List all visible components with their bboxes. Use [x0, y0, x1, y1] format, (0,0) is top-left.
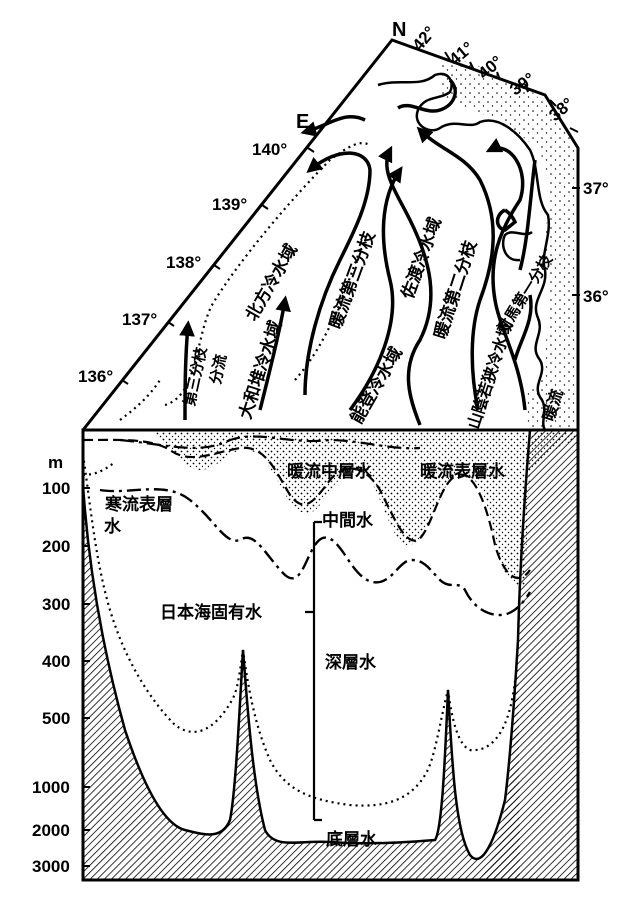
- warm-current-arrow: [300, 114, 366, 137]
- warm-current-arrow: [348, 166, 403, 412]
- surface-map: 北方冷水域 暖流第三分枝 第三分枝 分流 大和堆冷水域 佐渡冷水域 暖流第二分枝…: [78, 19, 609, 431]
- lon-136: 136°: [78, 367, 113, 386]
- deep-water-label: 深層水: [325, 652, 377, 673]
- warm-mid-boundary: [82, 438, 531, 580]
- branch-flow-label: 分流: [206, 353, 230, 386]
- warm-branch3-label: 暖流第三分枝: [325, 228, 380, 332]
- depth-500: 500: [42, 709, 70, 728]
- current-arrows: [179, 114, 527, 426]
- lon-138: 138°: [166, 253, 201, 272]
- warm-current-arrow: [179, 320, 195, 421]
- cold-surface-boundary: [82, 461, 116, 477]
- warm-water-stipple: [150, 430, 578, 586]
- depth-100: 100: [42, 479, 70, 498]
- lat-36: 36°: [583, 287, 609, 306]
- intermediate-label: 中間水: [322, 510, 374, 531]
- north-cold-label: 北方冷水域: [241, 240, 302, 324]
- cold-water-boundaries: [119, 142, 371, 421]
- warm-mid-label: 暖流中層水: [287, 461, 373, 482]
- depth-ticks: 100 200 300 400 500 1000 2000 3000: [32, 479, 70, 876]
- proper-water-label: 日本海固有水: [160, 602, 263, 623]
- longitude-labels: 140° 139° 138° 137° 136°: [78, 140, 287, 386]
- japan-coastline: [377, 72, 551, 431]
- cross-section: 暖流中層水 暖流表層水 寒流表層 水 中間水 日本海固有水 深層水 底層水 m …: [32, 428, 580, 882]
- lon-137: 137°: [122, 310, 157, 329]
- warm-current-arrow: [303, 151, 372, 396]
- intermediate-boundary: [99, 488, 532, 617]
- lon-139: 139°: [212, 195, 247, 214]
- map-labels: 北方冷水域 暖流第三分枝 第三分枝 分流 大和堆冷水域 佐渡冷水域 暖流第二分枝…: [180, 215, 566, 432]
- warm-surface-boundary: [119, 435, 421, 450]
- latitude-ticks: [444, 51, 580, 296]
- japan-coast-stipple: [440, 58, 578, 430]
- east-label: E: [296, 111, 309, 133]
- proper-water-boundary: [81, 454, 520, 807]
- north-label: N: [392, 19, 406, 41]
- lon-140: 140°: [252, 140, 287, 159]
- sado-cold-label: 佐渡冷水域: [397, 215, 446, 303]
- depth-400: 400: [42, 652, 70, 671]
- cold-surface-label: 寒流表層: [105, 494, 173, 515]
- lat-42: 42°: [409, 23, 440, 55]
- depth-unit: m: [48, 453, 63, 472]
- depth-300: 300: [42, 595, 70, 614]
- seabed-outline: [81, 429, 532, 861]
- noto-peninsula: [501, 230, 533, 262]
- warm-surface-label: 暖流表層水: [420, 461, 506, 482]
- warm-current-arrow: [485, 138, 527, 411]
- depth-200: 200: [42, 537, 70, 556]
- seabed-hatch: [83, 485, 520, 880]
- depth-tick-marks: [83, 487, 90, 867]
- depth-1000: 1000: [32, 778, 70, 797]
- noto-cold-label: 能登冷水域: [346, 343, 407, 427]
- cold-surface-label-2: 水: [104, 516, 122, 537]
- eddy-symbol: [495, 208, 518, 232]
- warm-current-arrow: [258, 295, 291, 411]
- map-outline: [81, 38, 580, 431]
- label-bracket: [305, 520, 322, 822]
- current-lines: [397, 78, 537, 361]
- right-slope-hatch: [480, 430, 578, 880]
- bottom-water-label: 底層水: [326, 829, 378, 850]
- depth-3000: 3000: [32, 857, 70, 876]
- longitude-ticks: [121, 147, 315, 385]
- warm-current-arrow: [416, 126, 495, 411]
- depth-2000: 2000: [32, 821, 70, 840]
- lat-37: 37°: [583, 179, 609, 198]
